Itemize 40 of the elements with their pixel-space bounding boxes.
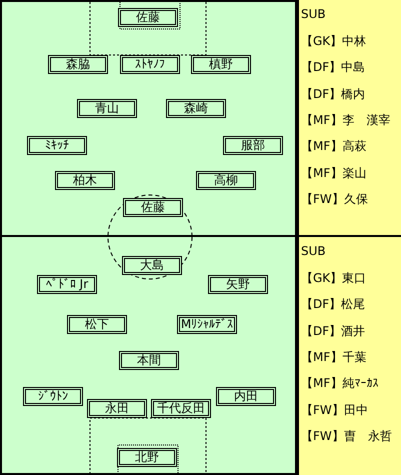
panel-heading: SUB	[301, 244, 326, 258]
player-box: 本間	[119, 351, 179, 370]
player-box: ﾍﾟﾄﾞﾛ Jr	[37, 275, 97, 294]
player-box: ﾐｷｯﾁ	[27, 136, 87, 155]
player-box: 千代反田	[151, 399, 211, 418]
substitute-name: 【FW】曺 永哲	[301, 428, 392, 443]
player-box: 佐藤	[118, 8, 178, 27]
substitute-name: 【MF】高萩	[301, 139, 366, 154]
player-box: 青山	[77, 99, 137, 118]
player-box: 柏木	[55, 171, 115, 190]
substitute-name: 【GK】東口	[301, 271, 366, 285]
substitute-name: 【MF】純ﾏｰｶｽ	[301, 376, 378, 390]
player-box: 服部	[223, 136, 283, 155]
substitutes-panel	[297, 237, 401, 475]
player-box: 佐藤	[123, 198, 183, 217]
substitute-name: 【DF】酒井	[301, 324, 366, 338]
player-box: 森崎	[166, 99, 226, 118]
player-box: 矢野	[208, 275, 268, 294]
player-box: 松下	[67, 315, 127, 334]
player-box: 大島	[122, 256, 182, 275]
substitute-name: 【GK】中林	[301, 34, 366, 48]
substitute-name: 【FW】久保	[301, 192, 368, 206]
substitute-name: 【MF】李 漢宰	[301, 112, 390, 127]
player-box: ｼﾞｳﾄﾝ	[23, 387, 83, 406]
substitute-name: 【DF】松尾	[301, 297, 366, 312]
player-box: 永田	[87, 399, 147, 418]
substitute-name: 【DF】橋内	[301, 86, 366, 101]
player-box: Mﾘｼｬﾙﾃﾞｽ	[177, 315, 237, 334]
substitutes-panel	[297, 0, 401, 236]
player-box: ｽﾄﾔﾉﾌ	[120, 55, 180, 74]
substitute-name: 【MF】楽山	[301, 166, 366, 180]
substitute-name: 【DF】中島	[301, 60, 366, 74]
panel-heading: SUB	[301, 7, 326, 21]
player-box: 高柳	[196, 171, 256, 190]
substitute-name: 【MF】千葉	[301, 350, 366, 364]
player-box: 槙野	[191, 55, 251, 74]
player-box: 北野	[117, 448, 177, 467]
substitute-name: 【FW】田中	[301, 402, 368, 416]
player-box: 内田	[216, 387, 276, 406]
player-box: 森脇	[48, 55, 108, 74]
